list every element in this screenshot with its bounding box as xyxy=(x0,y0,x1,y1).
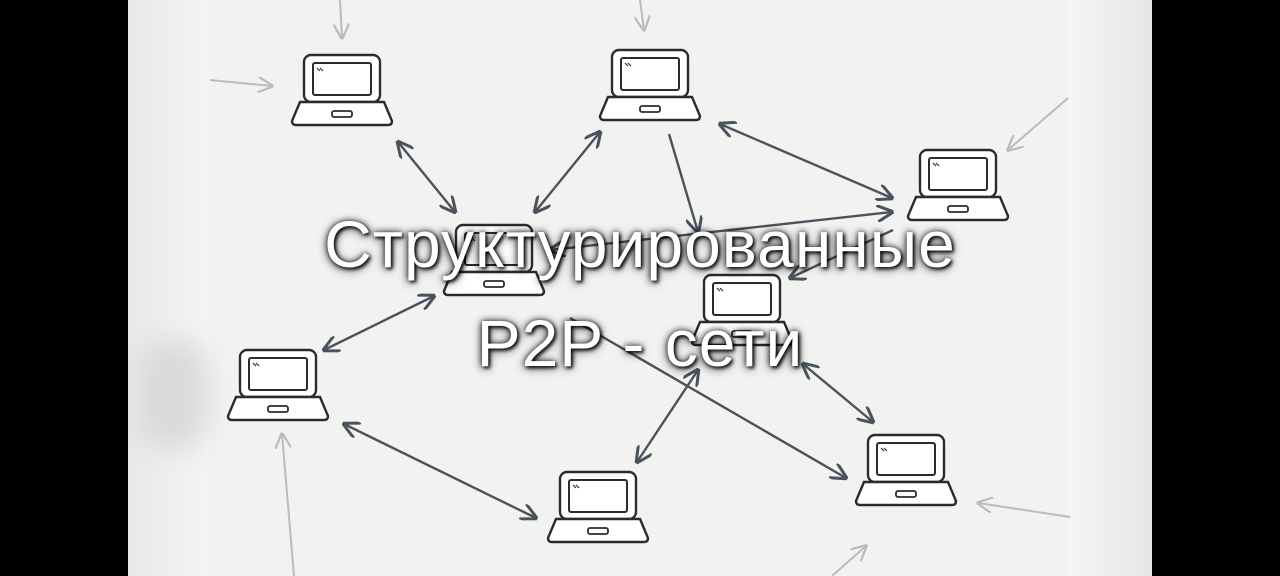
laptop-icon xyxy=(598,48,702,122)
faded-arrow xyxy=(282,434,295,576)
blurred-edge-left xyxy=(128,0,210,576)
connection-arrow xyxy=(790,228,894,278)
laptop-icon xyxy=(854,433,958,507)
caption-subtitle: P2P - сети xyxy=(476,306,804,380)
faded-arrow xyxy=(831,546,866,576)
faded-arrow xyxy=(1008,97,1069,150)
connection-arrow xyxy=(637,370,698,462)
blurred-edge-right xyxy=(1068,0,1152,576)
connection-arrow xyxy=(535,132,600,212)
connection-arrow xyxy=(803,364,873,422)
connection-arrow xyxy=(550,212,892,250)
faded-arrow xyxy=(340,0,342,38)
network-nodes xyxy=(226,48,1010,544)
laptop-icon xyxy=(290,53,394,127)
blurred-edge-shape xyxy=(138,340,208,450)
faded-arrow xyxy=(978,503,1071,518)
connections xyxy=(324,124,893,518)
caption-title: Структурированные xyxy=(324,207,956,281)
faded-arrow xyxy=(640,0,644,30)
faded-arrows xyxy=(209,0,1071,576)
connection-arrow xyxy=(344,424,536,518)
connection-arrow xyxy=(398,142,455,212)
connection-arrow xyxy=(720,124,892,198)
connection-arrow xyxy=(569,316,846,478)
connection-arrow xyxy=(324,296,434,350)
laptop-icon xyxy=(546,470,650,544)
faded-arrow xyxy=(209,80,272,86)
